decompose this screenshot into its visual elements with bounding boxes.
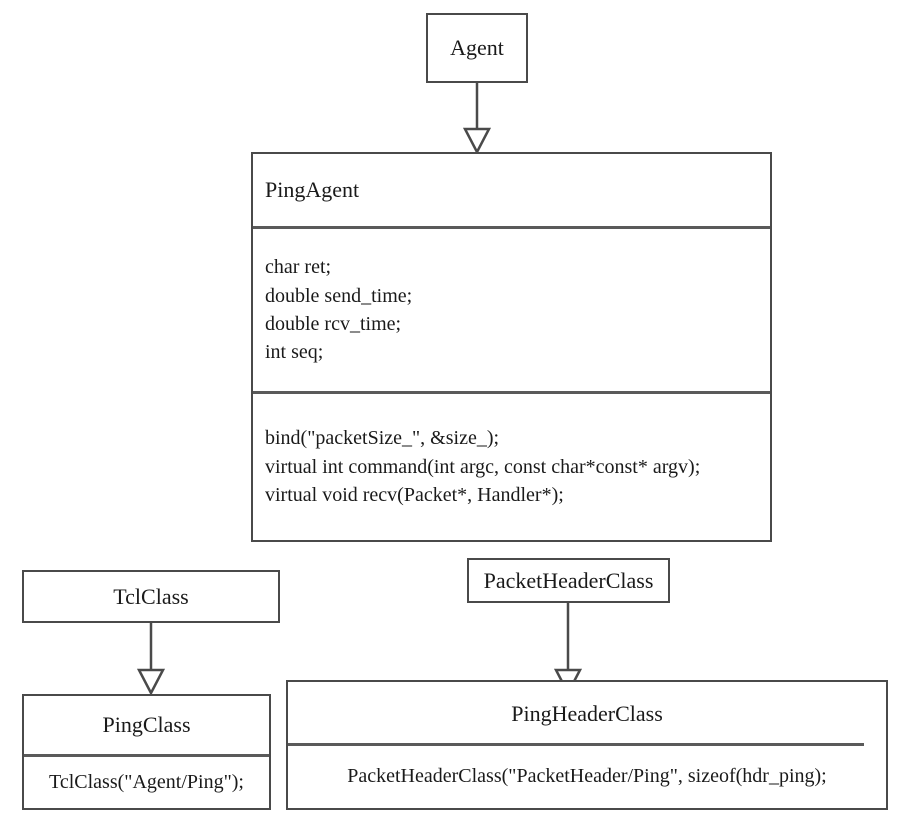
- class-attributes-compartment-pingagent: char ret; double send_time; double rcv_t…: [253, 226, 770, 391]
- attribute-item: double send_time;: [265, 284, 413, 307]
- attribute-item: char ret;: [265, 256, 332, 279]
- class-members-compartment-pingclass: TclClass("Agent/Ping");: [24, 754, 269, 808]
- class-box-agent[interactable]: Agent: [426, 13, 528, 83]
- generalization-tclclass-pingclass: [131, 623, 171, 696]
- generalization-arrowhead-icon: [136, 668, 166, 696]
- class-title-pingclass: PingClass: [102, 712, 191, 738]
- attribute-item: int seq;: [265, 341, 324, 364]
- class-box-pingagent[interactable]: PingAgent char ret; double send_time; do…: [251, 152, 772, 542]
- generalization-arrowhead-icon: [462, 127, 492, 155]
- attribute-item: double rcv_time;: [265, 313, 402, 335]
- member-item: TclClass("Agent/Ping");: [49, 771, 244, 794]
- class-name-compartment-agent: Agent: [428, 15, 526, 81]
- class-title-agent: Agent: [450, 35, 504, 61]
- member-list-pingclass: TclClass("Agent/Ping");: [24, 768, 269, 796]
- member-list-pingheaderclass: PacketHeaderClass("PacketHeader/Ping", s…: [288, 762, 886, 790]
- operation-item: bind("packetSize_", &size_);: [265, 427, 500, 450]
- class-operations-compartment-pingagent: bind("packetSize_", &size_); virtual int…: [253, 391, 770, 540]
- class-box-pingclass[interactable]: PingClass TclClass("Agent/Ping");: [22, 694, 271, 810]
- class-title-tclclass: TclClass: [113, 583, 189, 609]
- member-item: PacketHeaderClass("PacketHeader/Ping", s…: [347, 765, 827, 788]
- class-title-packetheaderclass: PacketHeaderClass: [483, 567, 654, 593]
- class-name-compartment-pingheaderclass: PingHeaderClass: [288, 682, 886, 745]
- class-box-pingheaderclass[interactable]: PingHeaderClass PacketHeaderClass("Packe…: [286, 680, 888, 810]
- operation-list-pingagent: bind("packetSize_", &size_); virtual int…: [253, 424, 770, 509]
- class-box-packetheaderclass[interactable]: PacketHeaderClass: [467, 558, 670, 603]
- class-members-compartment-pingheaderclass: PacketHeaderClass("PacketHeader/Ping", s…: [288, 743, 886, 808]
- operation-item: virtual int command(int argc, const char…: [265, 455, 701, 478]
- class-name-compartment-packetheaderclass: PacketHeaderClass: [469, 560, 668, 601]
- class-name-compartment-tclclass: TclClass: [24, 572, 278, 621]
- class-title-pingheaderclass: PingHeaderClass: [511, 700, 663, 726]
- operation-item: virtual void recv(Packet*, Handler*);: [265, 484, 564, 507]
- class-title-pingagent: PingAgent: [265, 177, 360, 203]
- attribute-list-pingagent: char ret; double send_time; double rcv_t…: [253, 253, 770, 367]
- generalization-agent-pingagent: [457, 83, 497, 155]
- class-name-compartment-pingclass: PingClass: [24, 696, 269, 754]
- class-box-tclclass[interactable]: TclClass: [22, 570, 280, 623]
- class-name-compartment-pingagent: PingAgent: [253, 154, 770, 226]
